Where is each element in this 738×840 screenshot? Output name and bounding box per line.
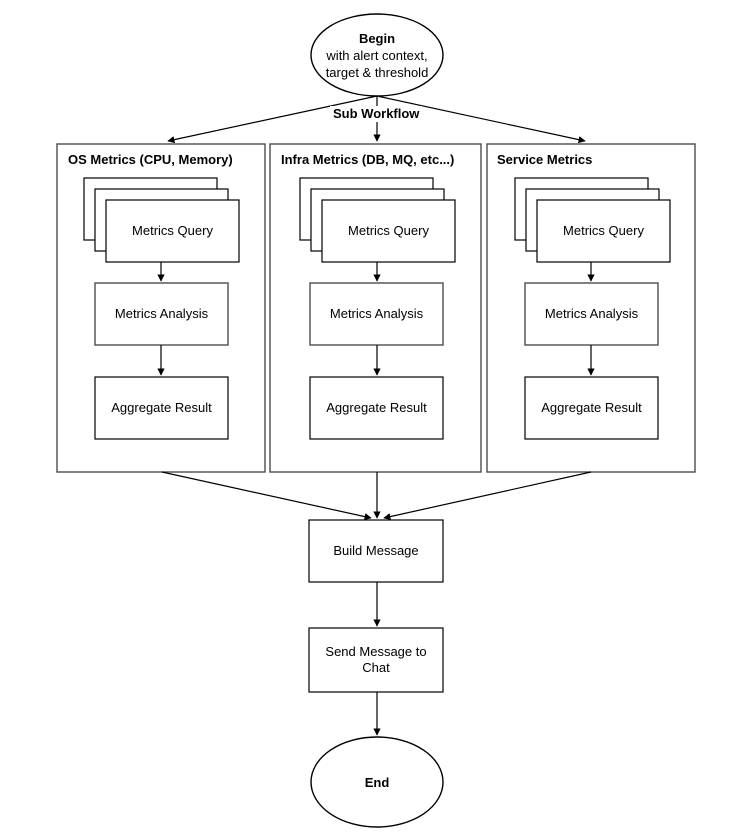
infra-metrics-analysis-node-shape <box>309 282 444 346</box>
infra-metrics-query-node-shape <box>321 199 456 263</box>
sub-workflow-edge-label: Sub Workflow <box>330 106 423 122</box>
service-aggregate-result-node-shape <box>524 376 659 440</box>
os-metrics-query-node-shape <box>105 199 240 263</box>
begin-node-shape <box>310 13 444 97</box>
service-metrics-analysis-node-shape <box>524 282 659 346</box>
edge-begin-to-os <box>167 95 378 144</box>
end-node-shape <box>310 736 444 828</box>
edge-service-to-build-message <box>383 471 592 521</box>
edge-begin-to-service <box>376 95 586 144</box>
service-metrics-query-node-shape <box>536 199 671 263</box>
infra-aggregate-result-node-shape <box>309 376 444 440</box>
build-message-node-shape <box>308 519 444 583</box>
os-metrics-analysis-node-shape <box>94 282 229 346</box>
edge-os-to-build-message <box>161 471 372 521</box>
send-message-node-shape <box>308 627 444 693</box>
os-aggregate-result-node-shape <box>94 376 229 440</box>
